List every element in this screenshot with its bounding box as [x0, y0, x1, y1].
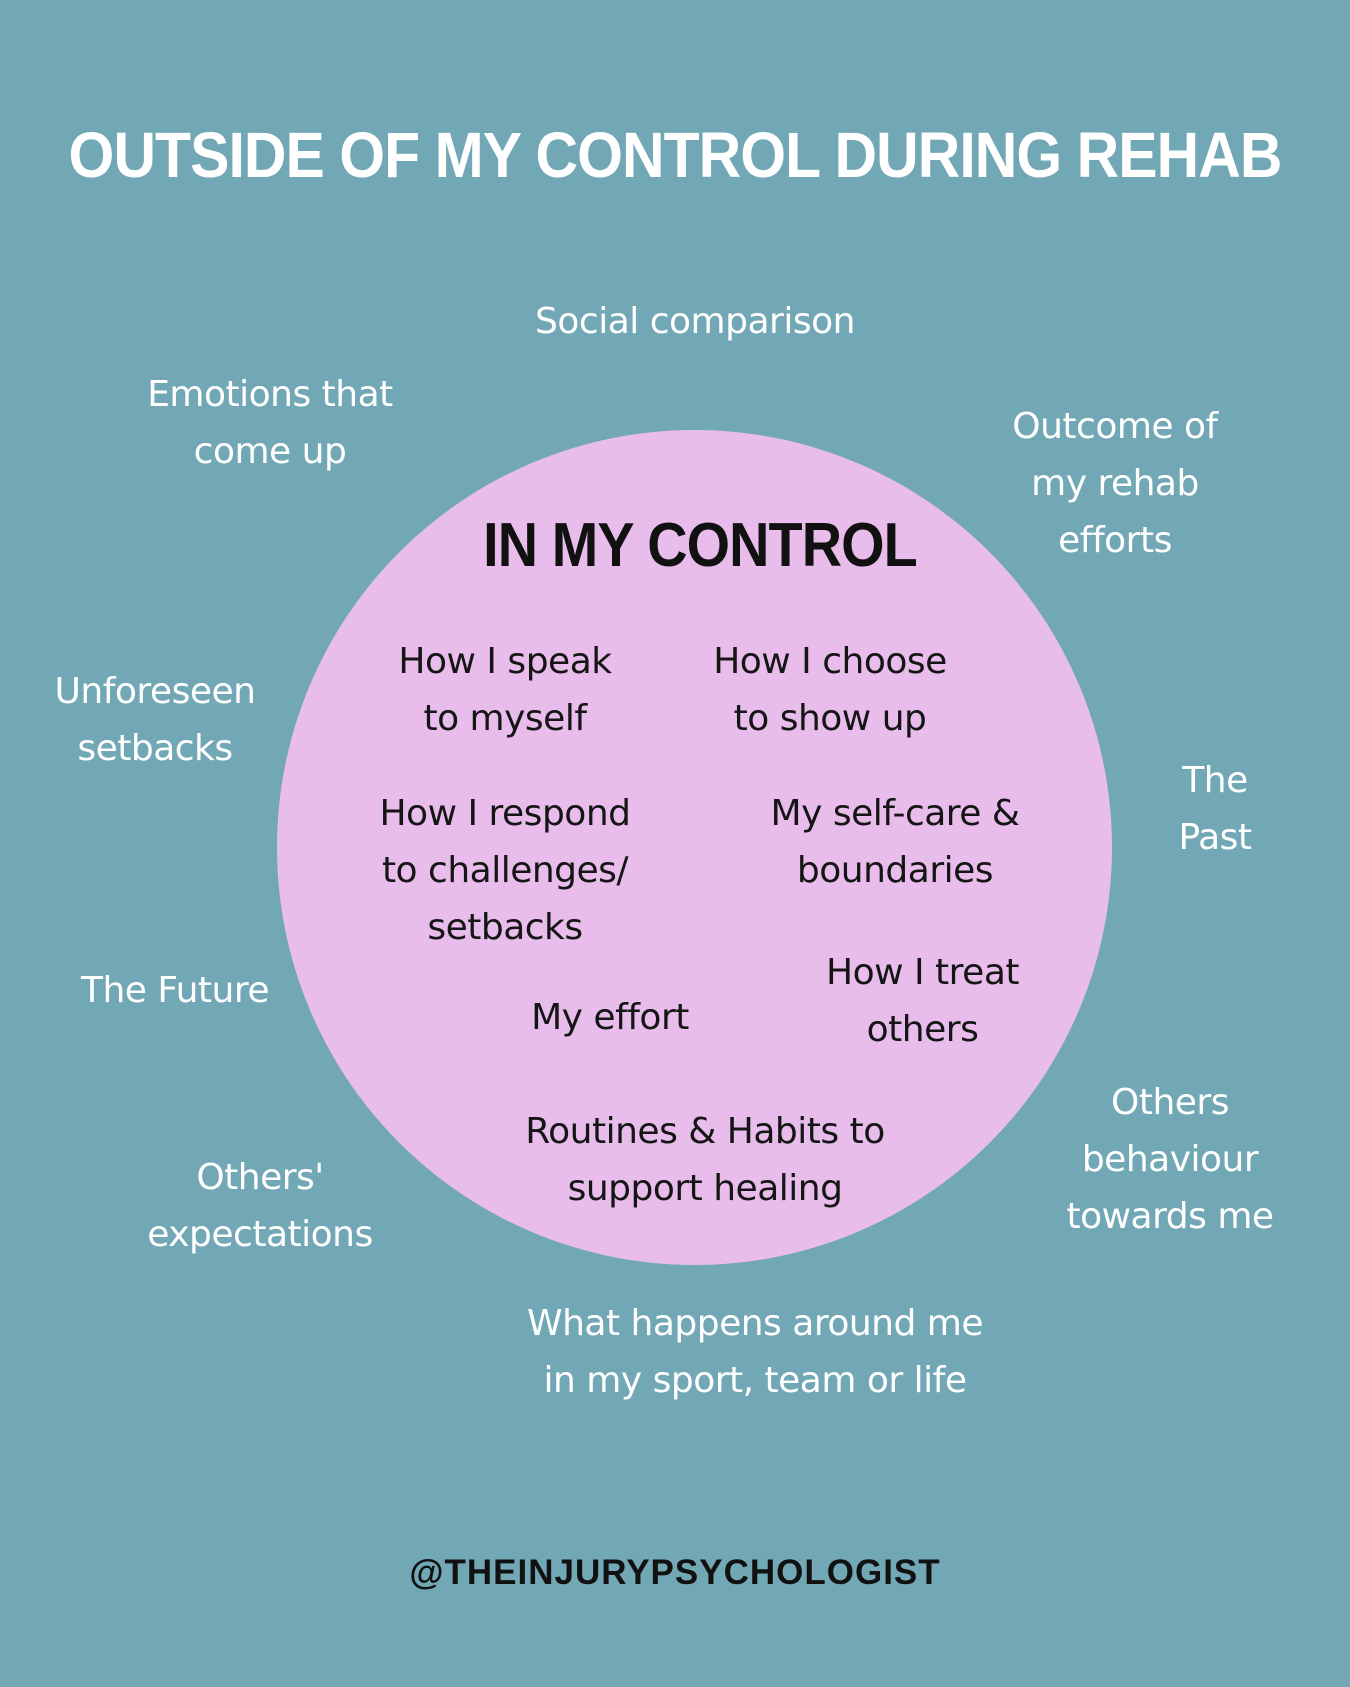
outside-item-the-future: The Future: [80, 970, 270, 1011]
outside-item-the-past: The Past: [1178, 760, 1252, 858]
outside-item-outcome: Outcome of my rehab efforts: [1012, 406, 1218, 561]
inside-item-speak: How I speak to myself: [398, 641, 612, 739]
inside-item-routines: Routines & Habits to support healing: [525, 1111, 885, 1209]
page-title: OUTSIDE OF MY CONTROL DURING REHAB: [68, 119, 1283, 191]
author-handle: @THEINJURYPSYCHOLOGIST: [409, 1553, 941, 1592]
outside-item-others-expectations: Others' expectations: [147, 1157, 373, 1255]
outside-item-social-comparison: Social comparison: [535, 301, 855, 342]
in-my-control-circle: [277, 430, 1112, 1265]
outside-item-what-happens: What happens around me in my sport, team…: [526, 1303, 984, 1401]
outside-item-others-behaviour: Others behaviour towards me: [1066, 1082, 1274, 1237]
in-my-control-title: IN MY CONTROL: [483, 511, 918, 580]
inside-item-self-care: My self-care & boundaries: [770, 793, 1020, 891]
outside-item-unforeseen-setbacks: Unforeseen setbacks: [54, 671, 256, 769]
inside-item-treat-others: How I treat others: [826, 952, 1020, 1050]
outside-item-emotions: Emotions that come up: [147, 374, 393, 472]
inside-item-respond: How I respond to challenges/ setbacks: [379, 793, 631, 948]
inside-item-show-up: How I choose to show up: [713, 641, 947, 739]
inside-item-effort: My effort: [531, 997, 689, 1038]
